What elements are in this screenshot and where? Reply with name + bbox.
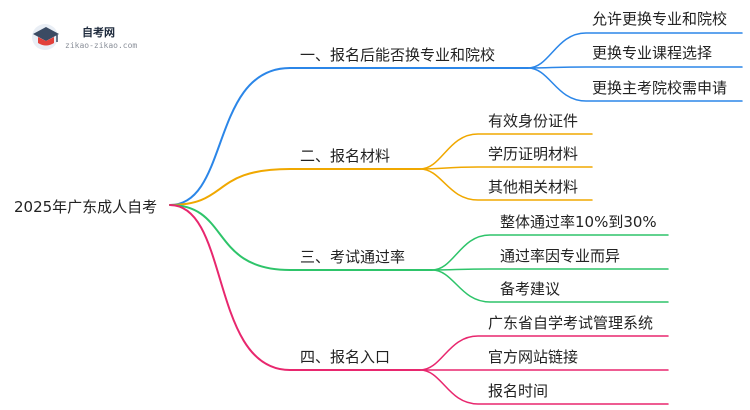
branch-4: 四、报名入口 广东省自学考试管理系统 官方网站链接 报名时间 <box>300 314 653 400</box>
leaf-2-2: 学历证明材料 <box>488 145 578 163</box>
connector-leaf-2-2 <box>419 166 593 170</box>
leaf-1-2: 更换专业课程选择 <box>592 44 712 62</box>
leaf-4-2: 官方网站链接 <box>488 348 578 366</box>
logo-site-name: 自考网 <box>82 25 115 39</box>
leaf-1-3: 更换主考院校需申请 <box>592 79 727 97</box>
logo-site-url: zikao-zikao.com <box>65 41 137 50</box>
leaf-3-2: 通过率因专业而异 <box>500 247 620 265</box>
branch-label-4: 四、报名入口 <box>300 348 390 366</box>
connector-leaf-3-1 <box>431 234 669 271</box>
connector-leaf-3-3 <box>431 269 669 303</box>
leaf-4-1: 广东省自学考试管理系统 <box>488 314 653 332</box>
graduation-cap-icon <box>32 24 59 50</box>
connector-root-branch-1 <box>169 67 291 206</box>
leaf-2-1: 有效身份证件 <box>488 112 578 130</box>
branch-label-1: 一、报名后能否换专业和院校 <box>300 46 495 64</box>
leaf-4-3: 报名时间 <box>488 382 548 400</box>
connector-leaf-2-1 <box>419 133 593 170</box>
branch-label-3: 三、考试通过率 <box>300 248 405 266</box>
branch-1: 一、报名后能否换专业和院校 允许更换专业和院校 更换专业课程选择 更换主考院校需… <box>300 10 727 97</box>
branch-2: 二、报名材料 有效身份证件 学历证明材料 其他相关材料 <box>300 112 578 196</box>
connector-leaf-1-2 <box>527 66 743 69</box>
connector-lines <box>169 32 743 405</box>
logo: 自考网 zikao-zikao.com <box>32 24 137 50</box>
connector-leaf-1-3 <box>527 67 743 102</box>
leaf-1-1: 允许更换专业和院校 <box>592 10 727 28</box>
leaf-3-1: 整体通过率10%到30% <box>500 213 657 231</box>
connector-leaf-2-3 <box>419 168 593 201</box>
leaf-2-3: 其他相关材料 <box>488 178 578 196</box>
root-node: 2025年广东成人自考 <box>14 198 157 216</box>
connector-leaf-1-1 <box>527 32 743 69</box>
connector-leaf-3-2 <box>431 268 669 271</box>
connector-root-branch-4 <box>169 204 291 371</box>
leaf-3-3: 备考建议 <box>500 280 560 298</box>
connector-root-branch-3 <box>169 204 291 271</box>
connector-root-branch-2 <box>169 168 291 206</box>
branch-3: 三、考试通过率 整体通过率10%到30% 通过率因专业而异 备考建议 <box>300 213 657 298</box>
connector-leaf-4-1 <box>419 335 669 371</box>
connector-leaf-4-3 <box>419 369 669 405</box>
branch-label-2: 二、报名材料 <box>300 147 390 165</box>
